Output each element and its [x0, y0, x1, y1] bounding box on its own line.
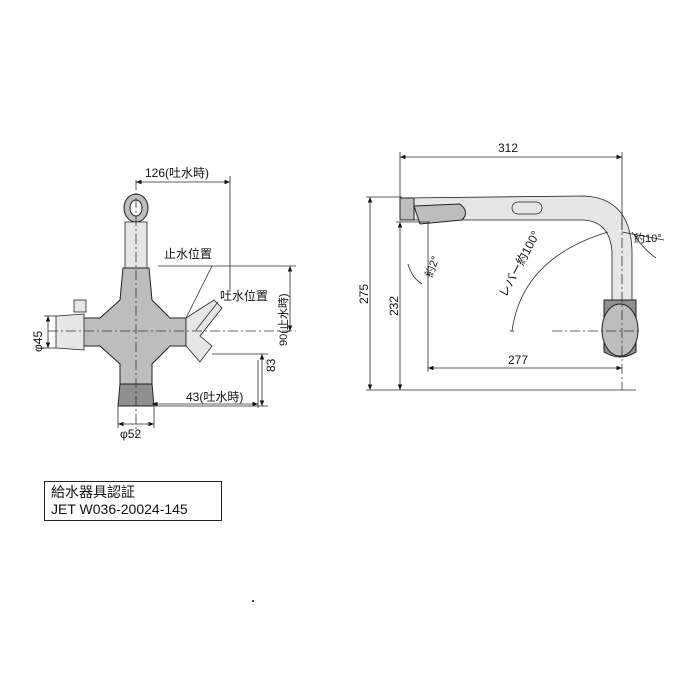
angle-2: 約2°	[422, 254, 443, 279]
dim-83: 83	[264, 358, 278, 372]
stray-dot-mark	[252, 600, 254, 602]
dim-43-outlet: 43(吐水時)	[186, 390, 243, 404]
spout-button-shape	[511, 201, 543, 215]
dim-275: 275	[357, 284, 371, 304]
dim-phi45: φ45	[31, 331, 45, 352]
lever-shape	[185, 299, 223, 363]
front-view: 126(吐水時) 止水位置 吐水位置 90(止水時) φ45 83 43(吐水時…	[31, 166, 296, 441]
dim-277: 277	[508, 353, 528, 367]
label-stop-position: 止水位置	[164, 246, 212, 261]
side-view: 312 275 232 277 約2° 約10° レバー約100°	[357, 141, 665, 391]
dim-232: 232	[387, 296, 401, 316]
left-cap-shape	[73, 299, 87, 313]
dim-phi52: φ52	[120, 427, 141, 441]
side-lever-shape	[413, 203, 466, 225]
side-handle-shape	[601, 303, 639, 357]
faucet-body-shape	[79, 267, 187, 385]
lever-angle: レバー約100°	[495, 228, 543, 300]
dim-126-outlet: 126(吐水時)	[145, 166, 209, 180]
spout-tip-shape	[399, 197, 415, 221]
certification-title: 給水器具認証	[51, 484, 135, 500]
label-outlet-position: 吐水位置	[220, 288, 268, 303]
certification-box: 給水器具認証 JET W036-20024-145	[44, 481, 222, 521]
left-handle-shape	[55, 313, 85, 351]
dim-90-stop: 90(止水時)	[277, 293, 290, 346]
certification-number: JET W036-20024-145	[51, 501, 188, 517]
angle-10: 約10°	[634, 231, 662, 245]
dim-312: 312	[498, 141, 518, 155]
